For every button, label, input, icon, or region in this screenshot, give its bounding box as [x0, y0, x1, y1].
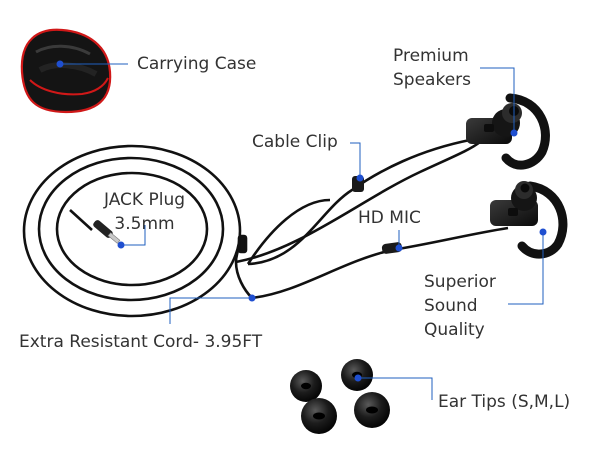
callout-lines	[60, 63, 544, 400]
callout-dot-case	[56, 60, 64, 68]
callout-line-tips	[358, 377, 433, 400]
label-premium-speakers: Premium Speakers	[393, 44, 471, 92]
callout-dots	[56, 60, 547, 382]
label-ear-tips: Ear Tips (S,M,L)	[438, 392, 571, 412]
lower-earbud	[490, 181, 568, 259]
callout-dot-jack	[117, 241, 125, 249]
label-cable-clip: Cable Clip	[252, 132, 338, 152]
label-jack-plug-line2: 3.5mm	[114, 214, 175, 234]
callout-dot-cord	[248, 294, 256, 302]
label-superior-sound-line2: Sound	[424, 296, 478, 316]
label-extra-resistant-cord: Extra Resistant Cord- 3.95FT	[19, 332, 263, 352]
label-jack-plug: JACK Plug 3.5mm	[104, 188, 185, 236]
callout-dot-tips	[354, 374, 362, 382]
label-superior-sound: Superior Sound Quality	[424, 270, 496, 342]
label-premium-speakers-line2: Speakers	[393, 70, 472, 90]
main-cable	[234, 138, 509, 300]
ear-tip-large-right	[354, 392, 390, 428]
ear-tips	[290, 359, 390, 434]
label-hd-mic: HD MIC	[358, 208, 421, 228]
hd-mic	[381, 242, 403, 254]
callout-dot-speakers	[510, 129, 518, 137]
ear-tip-small	[290, 370, 322, 402]
label-superior-sound-line1: Superior	[424, 272, 496, 292]
label-superior-sound-line3: Quality	[424, 320, 485, 340]
callout-dot-mic	[395, 244, 403, 252]
callout-line-clip	[350, 142, 361, 178]
carrying-case	[20, 28, 112, 114]
callout-line-sound	[508, 234, 544, 305]
callout-line-cord	[169, 297, 252, 324]
callout-line-speakers	[480, 67, 515, 133]
label-jack-plug-line1: JACK Plug	[104, 190, 186, 210]
upper-earbud	[466, 93, 550, 170]
callout-dot-sound	[539, 228, 547, 236]
ear-tip-large-left	[301, 398, 337, 434]
callout-dot-clip	[356, 174, 364, 182]
callout-line-jack	[121, 225, 146, 246]
jack-plug	[69, 209, 121, 244]
coiled-cable	[22, 144, 242, 318]
label-carrying-case: Carrying Case	[137, 54, 257, 74]
label-premium-speakers-line1: Premium	[393, 46, 469, 66]
